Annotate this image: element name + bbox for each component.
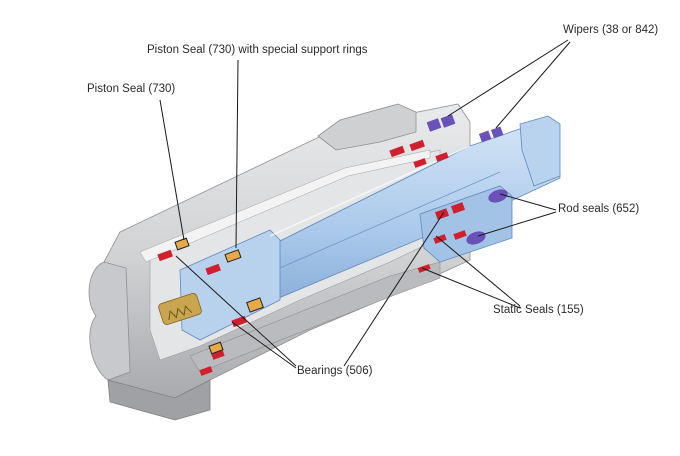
rod-groove-lower — [279, 171, 501, 269]
seal-segment — [409, 139, 425, 152]
seal-segment — [413, 158, 427, 168]
wiper-segment — [490, 126, 504, 139]
seal-segment — [211, 350, 225, 360]
leader-bearings-b — [231, 321, 297, 369]
support-ring — [208, 341, 224, 355]
label-wipers: Wipers (38 or 842) — [563, 24, 659, 36]
label-bearings: Bearings (506) — [297, 365, 373, 377]
label-rod-seals: Rod seals (652) — [558, 203, 640, 215]
gland — [419, 185, 513, 263]
wiper-segment — [478, 130, 492, 143]
wiper-segment — [440, 114, 456, 128]
seal-segment — [199, 366, 213, 376]
seal-segment — [435, 152, 449, 162]
purple-wipers — [426, 114, 508, 245]
label-piston-seal: Piston Seal (730) — [87, 83, 176, 95]
support-ring — [174, 237, 190, 251]
leader-rod-seals-a — [499, 193, 557, 211]
seal-segment — [434, 208, 450, 220]
leader-wipers-b — [495, 41, 571, 129]
label-static-seals: Static Seals (155) — [493, 304, 584, 316]
housing-front-ear — [88, 261, 131, 381]
bleed-fitting-spring — [168, 305, 193, 321]
seal-segment — [205, 263, 221, 276]
seal-segment — [450, 202, 466, 214]
seal-segment — [389, 145, 405, 158]
bleed-fitting — [158, 292, 202, 326]
leader-rod-seals-b — [477, 211, 557, 237]
rod-groove — [269, 145, 471, 237]
support-rings — [174, 237, 264, 355]
piston-head — [179, 229, 281, 341]
leader-wipers-a — [447, 39, 569, 117]
seal-segment — [453, 230, 467, 240]
leader-static-seals-a — [435, 235, 521, 307]
wiper-segment — [426, 118, 442, 132]
rod-seal-ring — [488, 189, 508, 203]
rod-tip — [519, 115, 561, 187]
seal-segment — [157, 249, 173, 262]
red-seals — [157, 139, 467, 376]
leader-bearings-a — [175, 255, 297, 367]
support-ring — [224, 249, 242, 263]
label-piston-seal-support-rings: Piston Seal (730) with special support r… — [147, 44, 368, 56]
leader-lines — [159, 39, 571, 369]
piston-rod — [179, 115, 561, 341]
leader-static-seals-b — [421, 267, 521, 309]
support-ring — [246, 297, 264, 313]
leader-bearings-c — [343, 211, 445, 367]
housing-flange — [317, 103, 417, 151]
leader-piston-seal-support — [235, 59, 239, 249]
leader-piston-seal — [159, 99, 185, 241]
housing-end-cap — [107, 379, 211, 421]
